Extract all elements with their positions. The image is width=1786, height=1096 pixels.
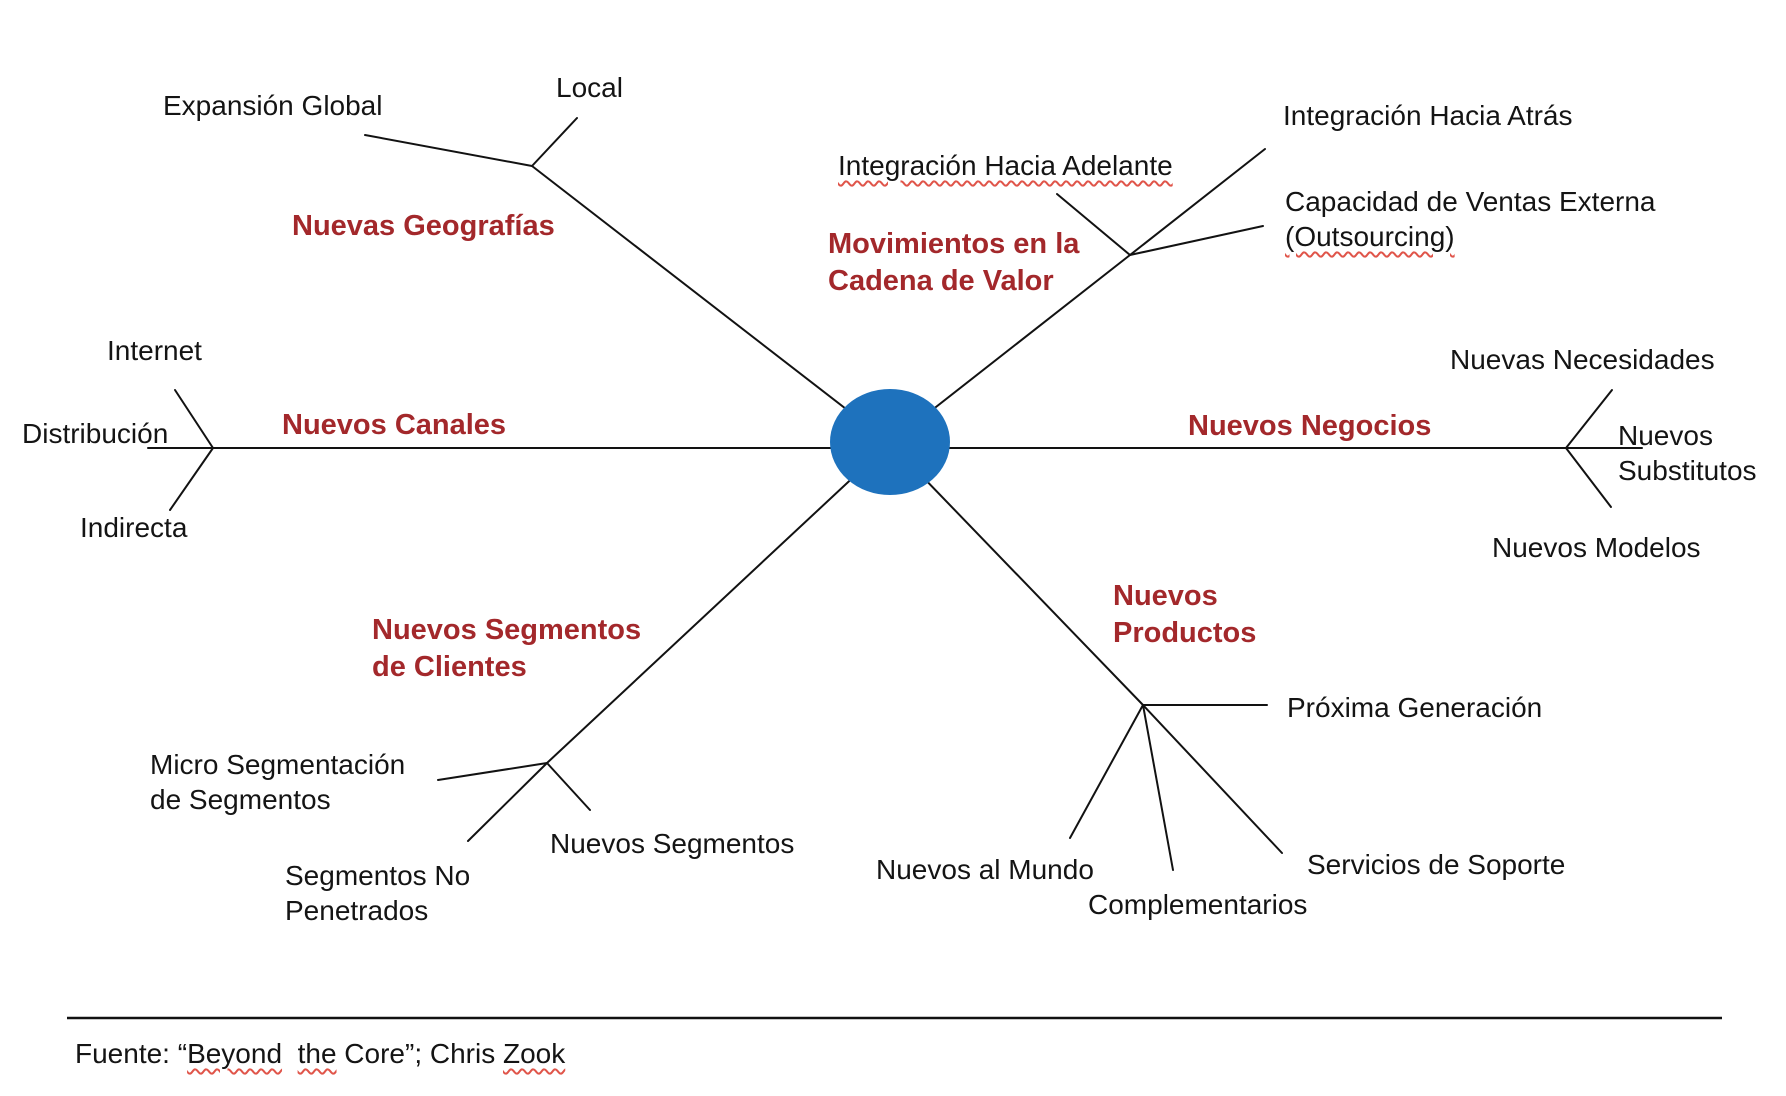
twig-expansion-global bbox=[364, 134, 533, 167]
label-local: Local bbox=[556, 72, 623, 103]
twig-indirecta bbox=[169, 447, 214, 511]
label-servicios-de-soporte: Servicios de Soporte bbox=[1307, 849, 1566, 880]
label-micro-segmentacion-line2: de Segmentos bbox=[150, 784, 331, 815]
label-capacidad-line1: Capacidad de Ventas Externa bbox=[1285, 186, 1656, 217]
center-node bbox=[830, 389, 950, 495]
label-indirecta: Indirecta bbox=[80, 512, 188, 543]
source-word-zook: Zook bbox=[503, 1038, 566, 1069]
source-attribution: Fuente: “Beyond the Core”; Chris Zook bbox=[75, 1038, 565, 1070]
branch-title-movimientos-cadena-valor: Movimientos en la Cadena de Valor bbox=[828, 226, 1079, 300]
spoke-nuevos-productos bbox=[889, 442, 1144, 706]
label-segmentos-no-penetrados-line2: Penetrados bbox=[285, 895, 429, 926]
label-nuevos-substitutos: Nuevos Substitutos bbox=[1618, 418, 1757, 488]
branch-title-nuevos-productos: Nuevos Productos bbox=[1113, 578, 1256, 652]
branch-title-segmentos-line1: Nuevos Segmentos bbox=[372, 614, 642, 646]
label-micro-segmentacion: Micro Segmentación de Segmentos bbox=[150, 747, 405, 817]
branch-title-nuevos-negocios: Nuevos Negocios bbox=[1188, 410, 1432, 442]
label-segmentos-no-penetrados: Segmentos No Penetrados bbox=[285, 858, 470, 928]
twig-integracion-adelante bbox=[1056, 193, 1131, 256]
branch-title-nuevas-geografias: Nuevas Geografías bbox=[292, 210, 555, 242]
label-capacidad-ventas-externa: Capacidad de Ventas Externa (Outsourcing… bbox=[1285, 184, 1655, 254]
label-nuevos-al-mundo: Nuevos al Mundo bbox=[876, 854, 1094, 885]
source-prefix: Fuente: “ bbox=[75, 1038, 188, 1069]
twig-nuevas-necesidades bbox=[1565, 389, 1613, 449]
twig-segmentos-no-penetrados bbox=[467, 762, 548, 842]
twig-capacidad-ventas bbox=[1129, 225, 1264, 256]
twig-servicios-soporte bbox=[1142, 704, 1283, 854]
label-expansion-global: Expansión Global bbox=[163, 90, 383, 121]
branch-title-productos-line2: Productos bbox=[1113, 617, 1257, 650]
branch-title-productos-line1: Nuevos bbox=[1113, 580, 1218, 612]
label-nuevos-substitutos-line2: Substitutos bbox=[1618, 455, 1757, 486]
branch-title-nuevos-segmentos-de-clientes: Nuevos Segmentos de Clientes bbox=[372, 612, 641, 686]
label-micro-segmentacion-line1: Micro Segmentación bbox=[150, 749, 406, 780]
label-nuevos-modelos: Nuevos Modelos bbox=[1492, 532, 1701, 563]
source-word-the: the bbox=[297, 1038, 337, 1069]
label-nuevos-substitutos-line1: Nuevos bbox=[1618, 420, 1713, 451]
twig-integracion-atras bbox=[1129, 148, 1266, 256]
label-distribucion: Distribución bbox=[22, 418, 169, 449]
label-nuevas-necesidades: Nuevas Necesidades bbox=[1450, 344, 1715, 375]
label-internet: Internet bbox=[107, 335, 202, 366]
twig-nuevos-modelos bbox=[1565, 447, 1612, 508]
source-middle: Core”; Chris bbox=[336, 1038, 503, 1069]
branch-title-movimientos-line2: Cadena de Valor bbox=[828, 265, 1054, 298]
label-integracion-hacia-adelante: Integración Hacia Adelante bbox=[838, 150, 1173, 181]
branch-title-nuevos-canales: Nuevos Canales bbox=[282, 409, 507, 441]
twig-nuevos-al-mundo bbox=[1069, 704, 1144, 839]
source-gap bbox=[282, 1038, 298, 1069]
twig-micro-segmentacion bbox=[437, 762, 548, 781]
label-proxima-generacion: Próxima Generación bbox=[1287, 692, 1543, 723]
label-segmentos-no-penetrados-line1: Segmentos No bbox=[285, 860, 471, 891]
label-complementarios: Complementarios bbox=[1088, 889, 1308, 920]
label-integracion-hacia-atras: Integración Hacia Atrás bbox=[1283, 100, 1573, 131]
branch-title-segmentos-line2: de Clientes bbox=[372, 651, 527, 684]
twig-nuevos-segmentos bbox=[546, 762, 591, 811]
spoke-nuevos-segmentos bbox=[546, 442, 891, 764]
spoke-nuevas-geografias bbox=[531, 165, 891, 444]
twig-internet bbox=[174, 389, 214, 449]
label-capacidad-line2-outsourcing: (Outsourcing) bbox=[1285, 221, 1455, 252]
label-nuevos-segmentos: Nuevos Segmentos bbox=[550, 828, 795, 859]
source-word-beyond: Beyond bbox=[187, 1038, 283, 1069]
branch-title-movimientos-line1: Movimientos en la bbox=[828, 228, 1080, 260]
twig-local bbox=[531, 117, 578, 167]
twig-complementarios bbox=[1142, 704, 1174, 871]
